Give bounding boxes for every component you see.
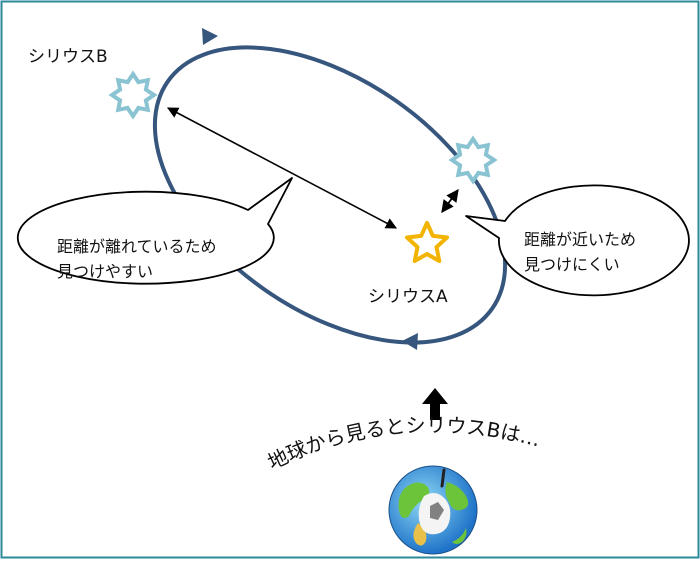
sirius-b-label: シリウスB (28, 47, 108, 67)
sirius-b-star-icon (108, 70, 158, 120)
near-distance-arrow (441, 188, 459, 214)
left-bubble-line-2: 見つけやすい (57, 262, 153, 281)
right-bubble-line-1: 距離が近いため (524, 230, 636, 249)
sirius-b-star-icon-near (448, 135, 498, 185)
sirius-a-star-icon (405, 221, 449, 263)
right-bubble-line-2: 見つけにくい (524, 255, 620, 274)
sirius-a-label: シリウスA (368, 287, 448, 307)
right-speech-bubble (465, 184, 690, 297)
left-bubble-line-1: 距離が離れているため (57, 237, 217, 256)
left-speech-bubble (16, 177, 293, 285)
orbit-ellipse (152, 45, 508, 345)
up-arrow-icon (422, 388, 448, 420)
orbit-direction-arrow-bottom (402, 333, 418, 350)
earth-caption-text: 地球から見るとシリウスBは… (264, 413, 543, 474)
far-distance-arrow (167, 107, 397, 229)
earth-globe-icon (388, 465, 478, 555)
orbit-direction-arrow-top (202, 28, 218, 45)
earth-caption: 地球から見るとシリウスBは… (264, 413, 543, 474)
